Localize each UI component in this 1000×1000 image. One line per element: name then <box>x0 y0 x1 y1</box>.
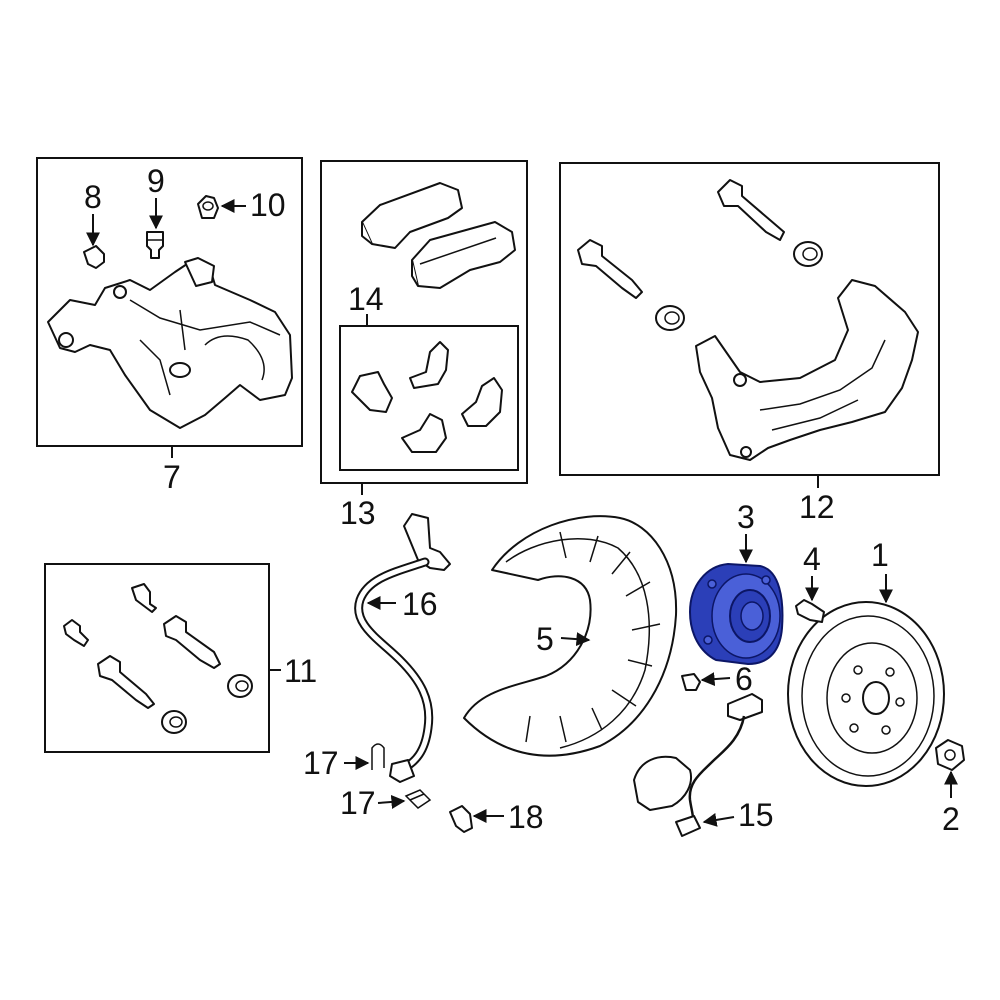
hub-nut <box>935 739 965 771</box>
bleeder-fitting <box>449 805 473 833</box>
caliper-bracket <box>695 279 919 461</box>
hose-clip-lower <box>404 789 432 809</box>
callout-9: 9 <box>147 163 165 199</box>
brake-hose <box>354 513 451 783</box>
abs-sensor-harness <box>633 693 763 837</box>
callout-16: 16 <box>402 586 438 622</box>
callout-6: 6 <box>735 661 753 697</box>
callout-4: 4 <box>803 541 821 577</box>
callout-14: 14 <box>348 281 384 317</box>
callout-18: 18 <box>508 799 544 835</box>
brake-pads <box>361 182 516 289</box>
hardware-kit-parts <box>63 583 253 734</box>
callout-17-upper: 17 <box>303 745 339 781</box>
sensor-bolt <box>681 673 701 691</box>
pad-clips <box>351 341 503 453</box>
callout-1: 1 <box>871 537 889 573</box>
pad-hardware-group-box <box>339 325 519 471</box>
guide-bushing-upper <box>793 241 823 267</box>
hose-clip-upper <box>371 743 385 770</box>
guide-pin-short <box>577 239 643 299</box>
callout-7: 7 <box>163 459 181 495</box>
caliper-group-box <box>36 157 303 447</box>
hub-bearing-assembly <box>689 563 784 665</box>
brake-caliper <box>47 257 293 429</box>
guide-pin-bolt <box>83 245 105 269</box>
bleeder-screw <box>146 231 164 259</box>
callout-11: 11 <box>284 653 317 689</box>
guide-pin-long <box>717 179 785 241</box>
callout-13: 13 <box>340 495 376 531</box>
callout-15: 15 <box>738 797 774 833</box>
callout-12: 12 <box>799 489 835 525</box>
bracket-group-box <box>559 162 940 476</box>
brake-rotor <box>787 601 945 787</box>
pad-group-box <box>320 160 528 484</box>
callout-17-lower: 17 <box>340 785 376 821</box>
rotor-screw <box>795 599 825 623</box>
bleeder-cap <box>197 195 219 219</box>
callout-5: 5 <box>536 621 554 657</box>
callout-2: 2 <box>942 801 960 837</box>
guide-bushing-lower <box>655 305 685 331</box>
callout-10: 10 <box>250 187 286 223</box>
callout-3: 3 <box>737 499 755 535</box>
hardware-kit-group-box <box>44 563 270 753</box>
callout-8: 8 <box>84 179 102 215</box>
dust-shield <box>463 515 678 757</box>
